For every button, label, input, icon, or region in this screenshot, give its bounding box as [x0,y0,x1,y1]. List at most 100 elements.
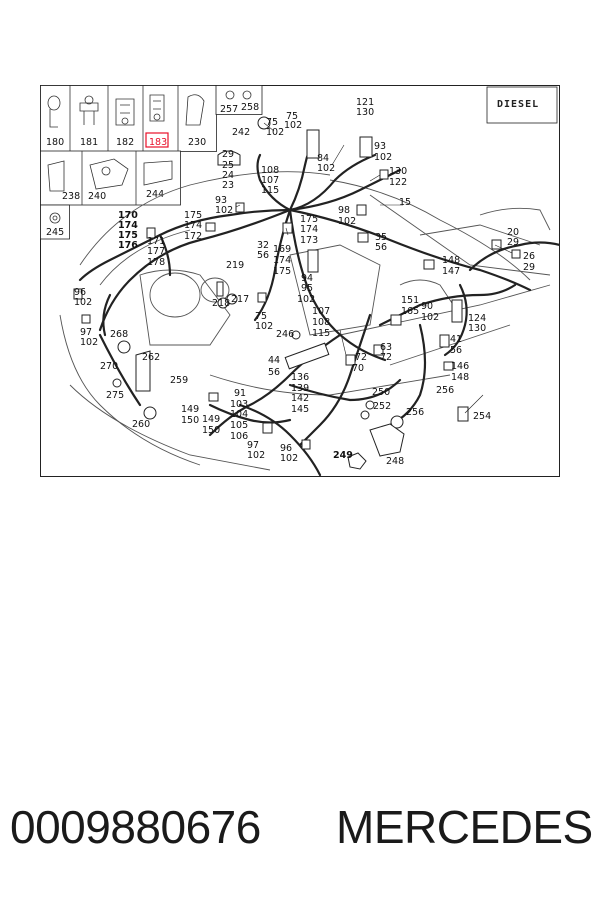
callout: 102 [255,321,273,332]
callout: 56 [257,250,269,261]
callout: 217 [231,294,249,305]
callout: 106 [230,431,248,442]
harness-wires [78,138,560,477]
callout: 93 [215,195,227,206]
engine-bay-outline [59,171,551,471]
callout: 72 [355,352,367,363]
inset-label: 245 [46,227,64,238]
inset-label-highlighted: 183 [149,137,167,148]
callout: 72 [380,352,392,363]
callout: 102 [297,294,315,305]
callout: 25 [222,160,234,171]
callout: 108 [312,317,330,328]
callout: 175 [273,266,291,277]
callout: 250 [372,387,390,398]
callout: 218 [212,298,230,309]
callout: 108 [261,165,279,176]
inset-label: 244 [146,189,164,200]
callout: 242 [232,127,250,138]
inset-parts-panel [40,85,263,240]
callout: 75 [266,117,278,128]
callout: 97 [80,327,92,338]
inset-label: 181 [80,137,98,148]
callout: 248 [386,456,404,467]
callout: 104 [230,409,248,420]
callout: 145 [291,404,309,415]
callout: 102 [80,337,98,348]
callout: 102 [421,312,439,323]
inset-label: 230 [188,137,206,148]
leader-lines [235,122,513,414]
part-caption: 0009880676 MERCEDES [0,800,600,860]
callout: 102 [374,152,392,163]
callout: 93 [374,141,386,152]
callout: 130 [389,166,407,177]
callout: 75 [286,111,298,122]
callout: 139 [291,383,309,394]
inset-label: 240 [88,191,106,202]
callout: 165 [401,306,419,317]
callout-labels: 75 102 121 130 242 75 102 29 25 24 23 10… [74,97,535,467]
callout: 56 [375,242,387,253]
callout: 174 [184,220,202,231]
callout: 102 [247,450,265,461]
callout: 252 [373,401,391,412]
callout: 148 [451,372,469,383]
callout: 169 [273,244,291,255]
callout: 102 [338,216,356,227]
callout: 115 [312,328,330,339]
callout: 249 [333,450,353,461]
callout: 23 [222,180,234,191]
callout: 94 [301,273,313,284]
callout: 270 [100,361,118,372]
wiring-harness-diagram: 180 181 182 183 230 257 258 238 240 244 … [40,85,560,477]
callout: 174 [118,220,138,231]
callout: 130 [356,107,374,118]
callout: 146 [451,361,469,372]
callout: 124 [468,313,486,324]
callout: 122 [389,177,407,188]
callout: 98 [338,205,350,216]
callout: 172 [184,231,202,242]
callout: 174 [300,224,318,235]
inset-label: 257 [220,104,238,115]
callout: 171 [147,236,165,247]
callout: 56 [450,345,462,356]
callout: 259 [170,375,188,386]
callout: 70 [352,363,364,374]
callout: 176 [118,240,138,251]
callout: 102 [74,297,92,308]
callout: 29 [222,149,234,160]
callout: 24 [222,170,234,181]
callout: 268 [110,329,128,340]
callout: 56 [268,367,280,378]
callout: 107 [261,175,279,186]
callout: 173 [300,235,318,246]
callout: 102 [215,205,233,216]
callout: 44 [268,355,280,366]
callout: 151 [401,295,419,306]
callout: 150 [181,415,199,426]
inset-label: 180 [46,137,64,148]
callout: 84 [317,153,329,164]
callout: 107 [312,306,330,317]
inset-label: 182 [116,137,134,148]
callout: 149 [202,414,220,425]
callout: 275 [106,390,124,401]
diesel-label: DIESEL [497,99,539,110]
callout: 20 [507,227,519,238]
callout: 32 [257,240,269,251]
callout: 102 [266,127,284,138]
callout: 96 [74,287,86,298]
callout: 29 [523,262,535,273]
callout: 26 [523,251,535,262]
callout: 95 [301,283,313,294]
callout: 256 [406,407,424,418]
callout: 75 [255,311,267,322]
callout: 219 [226,260,244,271]
callout: 121 [356,97,374,108]
callout: 178 [147,257,165,268]
brand-name: MERCEDES [336,801,593,853]
callout: 115 [261,185,279,196]
diesel-box [486,86,558,124]
